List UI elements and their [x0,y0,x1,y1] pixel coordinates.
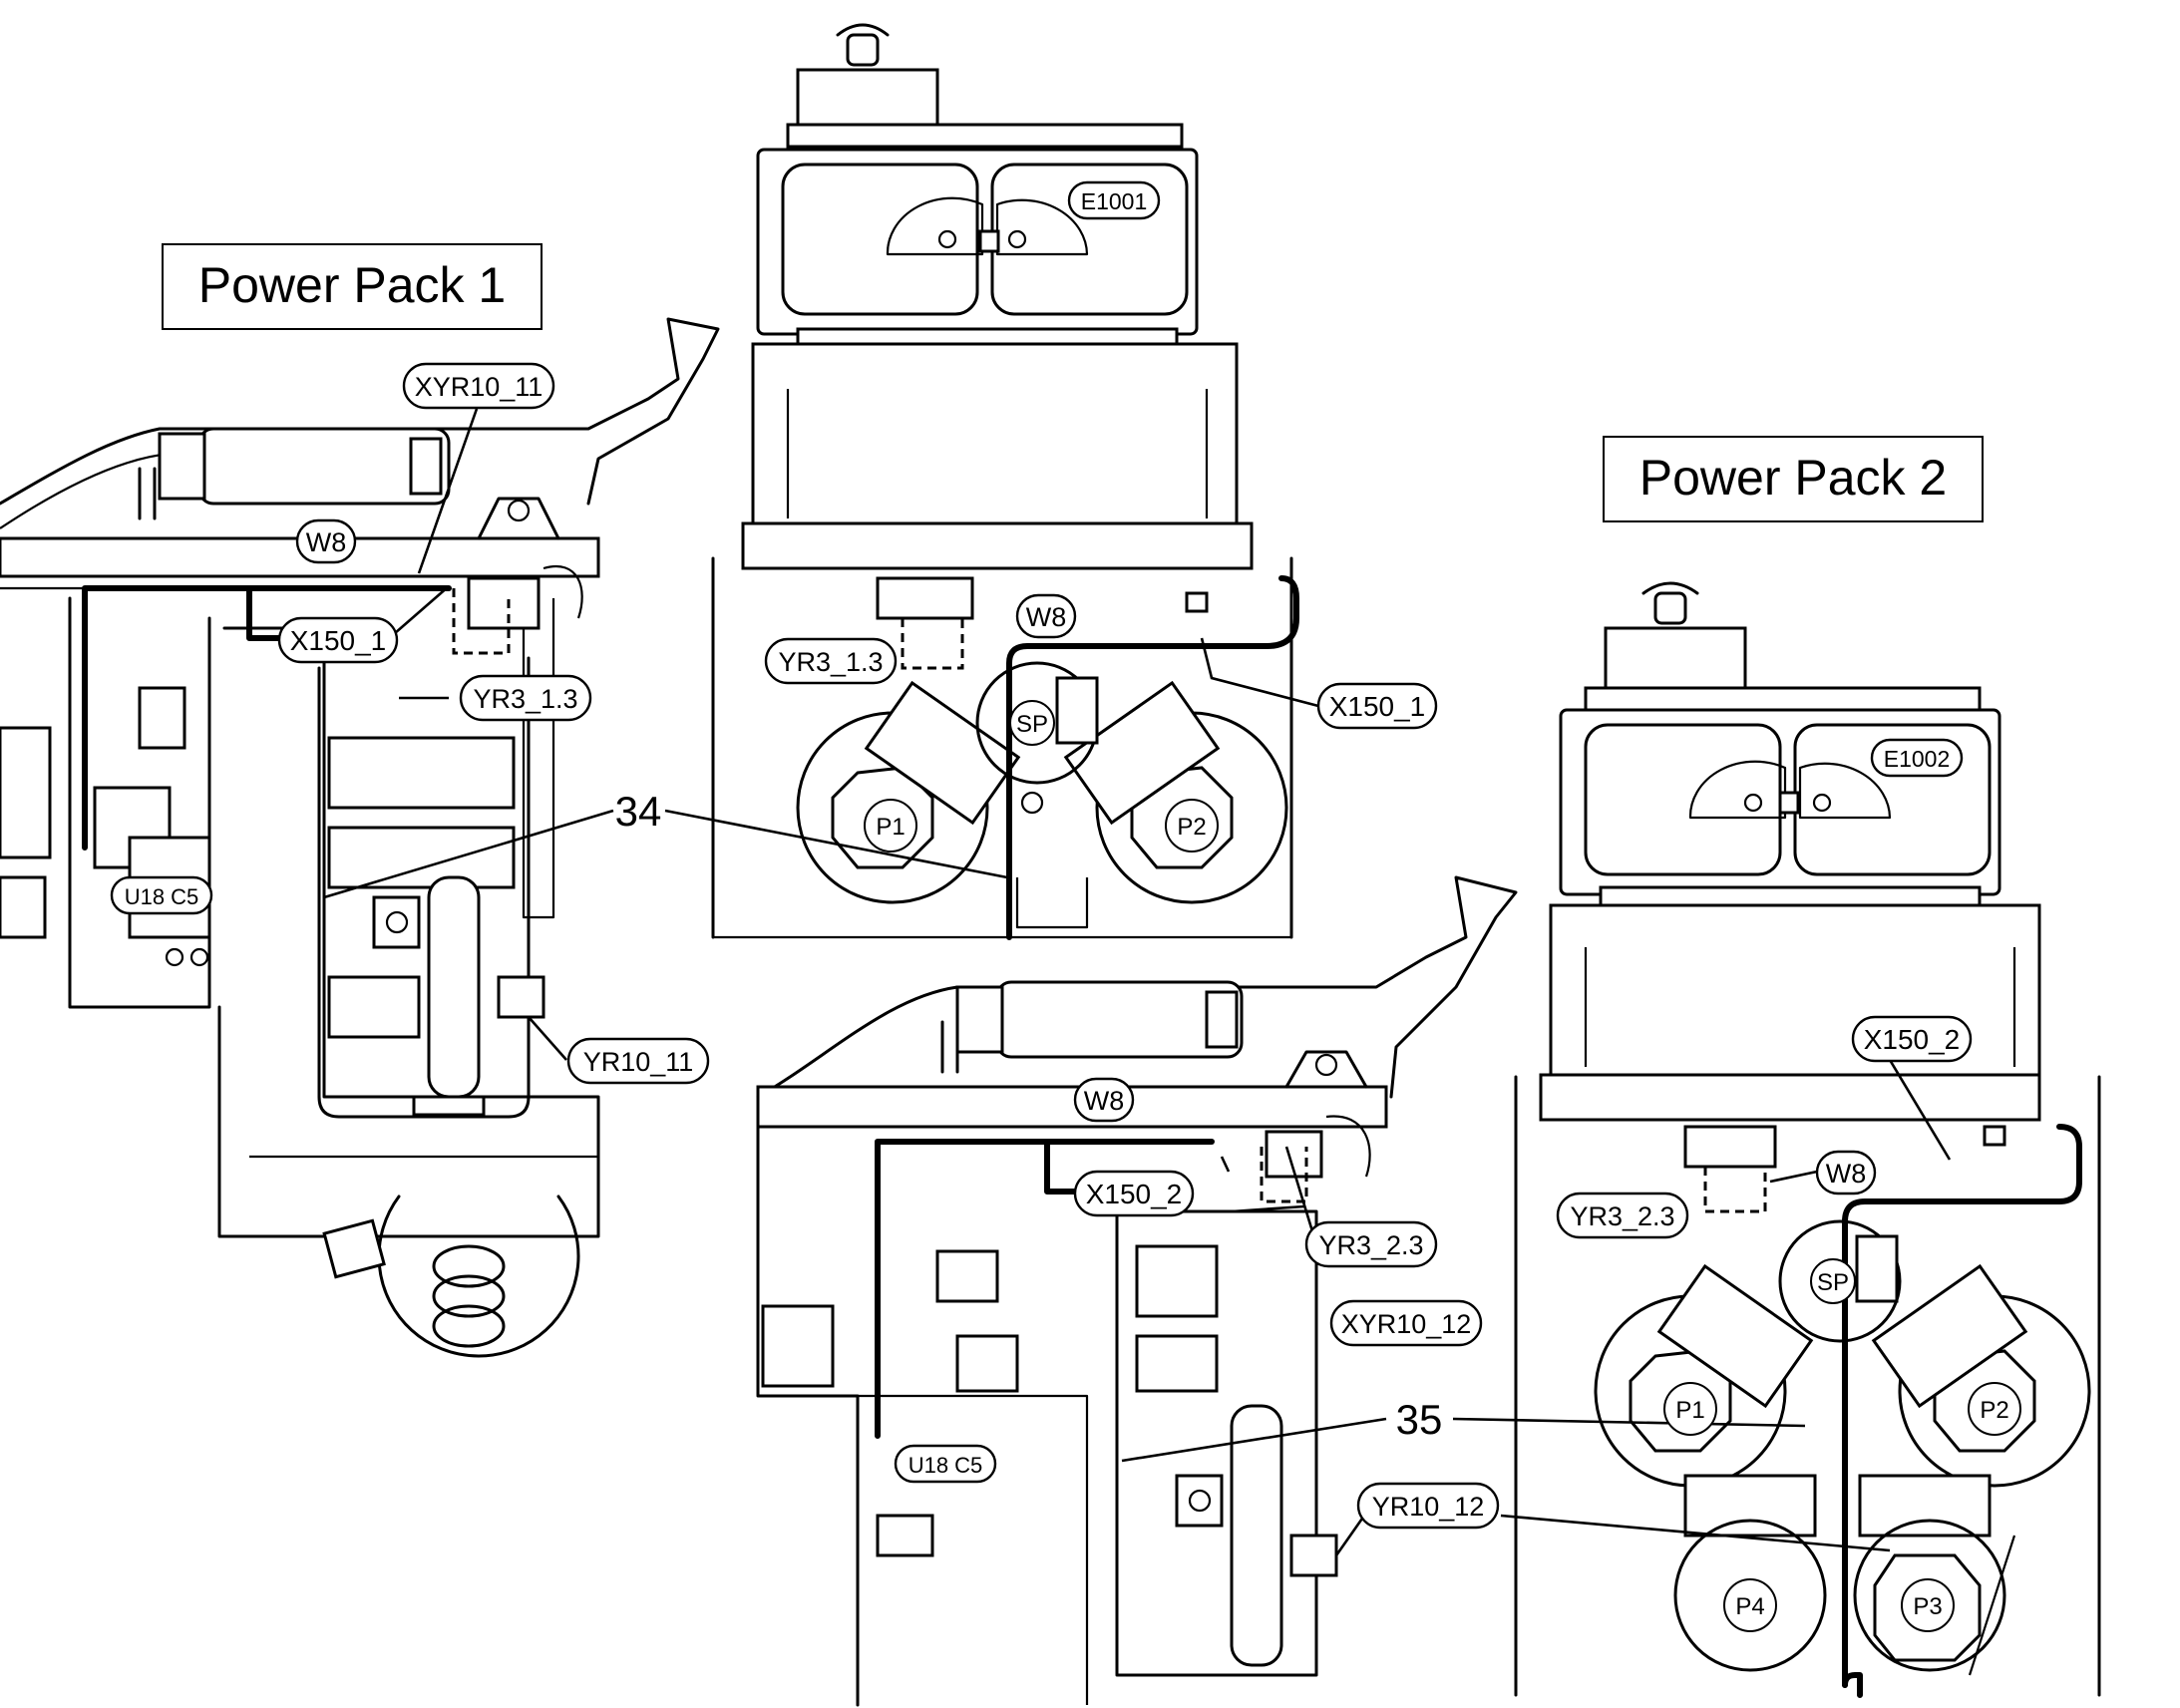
callout-mid-yr10-12: YR10_12 [1356,1482,1500,1530]
callout-pp2-e1002-text: E1002 [1884,746,1951,772]
callout-top-e1001: E1001 [1067,180,1161,220]
callout-pp1-yr3-1-3: YR3_1.3 [459,674,592,722]
callout-pp2-p4: P4 [1723,1578,1777,1632]
power-pack-1-front-drawing [711,23,1299,940]
callout-mid-yr10-12-text: YR10_12 [1372,1492,1485,1522]
item-number-35: 35 [1396,1396,1443,1443]
callout-top-yr3-1-3: YR3_1.3 [764,637,898,685]
callout-pp1-x150-1: X150_1 [277,616,399,664]
power-pack-2-title: Power Pack 2 [1603,436,1984,522]
callout-pp1-x150-1-text: X150_1 [290,625,387,656]
callout-pp1-w8: W8 [295,518,357,564]
callout-pp2-yr3-2-3: YR3_2.3 [1556,1192,1689,1239]
callout-top-sp: SP [1009,700,1055,746]
callout-top-x150-1-text: X150_1 [1329,691,1426,722]
callout-pp1-u18-c5: U18 C5 [110,875,213,915]
callout-mid-x150-2-text: X150_2 [1086,1179,1183,1209]
callout-mid-u18-c5-text: U18 C5 [908,1453,983,1478]
callout-pp2-w8: W8 [1815,1150,1877,1196]
callout-pp2-w8-text: W8 [1826,1159,1867,1189]
callout-pp2-e1002: E1002 [1870,738,1964,778]
callout-mid-u18-c5: U18 C5 [894,1444,997,1484]
callout-top-p2: P2 [1165,799,1219,853]
power-pack-1-title: Power Pack 1 [162,243,543,330]
power-pack-1-drawing [0,317,720,1358]
callout-top-x150-1: X150_1 [1316,682,1438,730]
callout-pp1-yr10-11: YR10_11 [566,1037,710,1085]
callout-mid-w8: W8 [1073,1077,1135,1123]
power-pack-2-front-drawing [1514,581,2101,1698]
callout-mid-w8-text: W8 [1084,1086,1125,1116]
callout-pp2-x150-2-text: X150_2 [1864,1024,1961,1055]
callout-mid-xyr10-12-text: XYR10_12 [1341,1309,1472,1339]
callout-pp2-x150-2: X150_2 [1851,1015,1973,1063]
callout-pp2-p1: P1 [1663,1382,1717,1436]
callout-pp2-yr3-2-3-text: YR3_2.3 [1570,1201,1674,1231]
power-pack-2-side-drawing [756,875,1518,1707]
power-pack-2-title-text: Power Pack 2 [1639,450,1947,506]
callout-top-p1-text: P1 [876,814,905,841]
callout-pp2-p3: P3 [1901,1578,1955,1632]
callout-mid-xyr10-12: XYR10_12 [1329,1299,1483,1347]
callout-pp1-w8-text: W8 [306,527,347,557]
callout-mid-x150-2: X150_2 [1073,1170,1195,1217]
callout-pp1-yr10-11-text: YR10_11 [583,1047,694,1077]
callout-pp1-u18-c5-text: U18 C5 [125,884,199,909]
callout-top-w8-text: W8 [1026,602,1067,632]
callout-pp2-p4-text: P4 [1735,1593,1764,1620]
callout-top-yr3-1-3-text: YR3_1.3 [778,647,883,677]
callout-top-w8: W8 [1015,593,1077,639]
callout-top-e1001-text: E1001 [1081,188,1148,214]
callout-pp2-sp-text: SP [1817,1269,1849,1296]
callout-pp2-sp: SP [1810,1258,1856,1304]
callout-pp2-p1-text: P1 [1675,1397,1704,1424]
callout-top-p1: P1 [864,799,917,853]
callout-pp2-p2: P2 [1968,1382,2021,1436]
callout-pp1-xyr10-11-text: XYR10_11 [415,372,544,402]
item-number-34: 34 [615,788,662,835]
callout-top-p2-text: P2 [1177,814,1206,841]
callout-top-sp-text: SP [1016,711,1048,738]
callout-pp2-p3-text: P3 [1913,1593,1942,1620]
callout-pp2-p2-text: P2 [1980,1397,2008,1424]
callout-mid-yr3-2-3-text: YR3_2.3 [1318,1230,1423,1260]
power-pack-1-title-text: Power Pack 1 [198,257,506,313]
callout-pp1-yr3-1-3-text: YR3_1.3 [473,684,577,714]
callout-mid-yr3-2-3: YR3_2.3 [1304,1220,1438,1268]
callout-pp1-xyr10-11: XYR10_11 [402,362,555,410]
